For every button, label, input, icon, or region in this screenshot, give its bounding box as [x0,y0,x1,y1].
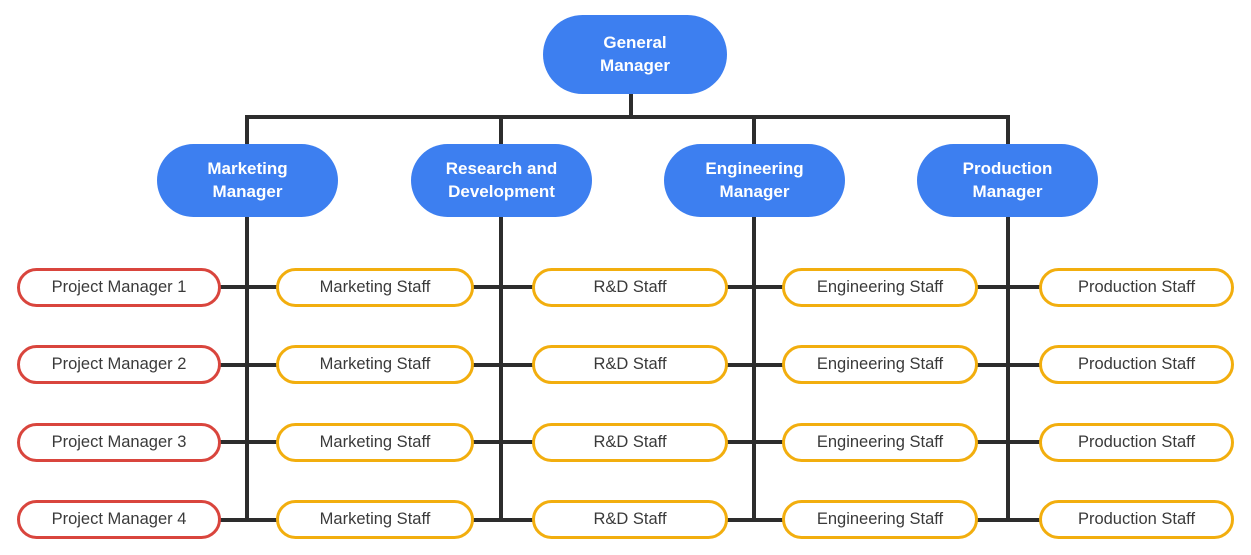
node-label: Engineering Staff [816,277,944,296]
org-node-staff: R&D Staff [532,268,728,307]
node-label: Project Manager 1 [51,277,187,296]
org-node-staff: Engineering Staff [782,423,978,462]
connector-column-marketing [245,214,249,522]
connector-column-engineering [752,214,756,522]
node-label: Engineering Staff [816,354,944,373]
org-node-staff: Production Staff [1039,268,1234,307]
org-node-staff: Engineering Staff [782,345,978,384]
org-node-staff: Marketing Staff [276,500,474,539]
org-node-research-and-development: Research and Development [411,144,592,217]
connector-root-stem [629,93,633,119]
org-node-project-manager-3: Project Manager 3 [17,423,221,462]
org-node-production-manager: Production Manager [917,144,1098,217]
node-label: Marketing Manager [207,159,288,201]
connector-column-production [1006,214,1010,522]
node-label: R&D Staff [593,277,667,296]
org-node-staff: R&D Staff [532,423,728,462]
node-label: Marketing Staff [319,354,431,373]
node-label: R&D Staff [593,354,667,373]
connector-top-bus [245,115,1010,119]
connector-stub-rnd [499,115,503,146]
org-node-marketing-manager: Marketing Manager [157,144,338,217]
node-label: Production Manager [962,159,1053,201]
node-label: Marketing Staff [319,277,431,296]
org-node-staff: Marketing Staff [276,345,474,384]
org-node-staff: Production Staff [1039,345,1234,384]
org-node-staff: R&D Staff [532,345,728,384]
node-label: Production Staff [1077,277,1196,296]
node-label: Production Staff [1077,509,1196,528]
org-node-staff: R&D Staff [532,500,728,539]
node-label: R&D Staff [593,509,667,528]
org-node-project-manager-2: Project Manager 2 [17,345,221,384]
org-node-staff: Marketing Staff [276,423,474,462]
org-node-engineering-manager: Engineering Manager [664,144,845,217]
org-node-staff: Engineering Staff [782,268,978,307]
node-label: Project Manager 2 [51,354,187,373]
node-label: Research and Development [445,159,558,201]
connector-stub-marketing [245,115,249,146]
node-label: Engineering Manager [705,159,804,201]
node-label: Production Staff [1077,354,1196,373]
org-node-project-manager-4: Project Manager 4 [17,500,221,539]
node-label: Engineering Staff [816,432,944,451]
org-node-project-manager-1: Project Manager 1 [17,268,221,307]
org-node-staff: Marketing Staff [276,268,474,307]
org-node-general-manager: General Manager [543,15,727,94]
org-node-staff: Engineering Staff [782,500,978,539]
node-label: Project Manager 3 [51,432,187,451]
node-label: General Manager [600,33,670,75]
node-label: Project Manager 4 [51,509,187,528]
connector-column-rnd [499,214,503,522]
node-label: Marketing Staff [319,509,431,528]
connector-stub-engineering [752,115,756,146]
node-label: R&D Staff [593,432,667,451]
org-node-staff: Production Staff [1039,500,1234,539]
node-label: Marketing Staff [319,432,431,451]
connector-stub-production [1006,115,1010,146]
node-label: Engineering Staff [816,509,944,528]
node-label: Production Staff [1077,432,1196,451]
org-node-staff: Production Staff [1039,423,1234,462]
